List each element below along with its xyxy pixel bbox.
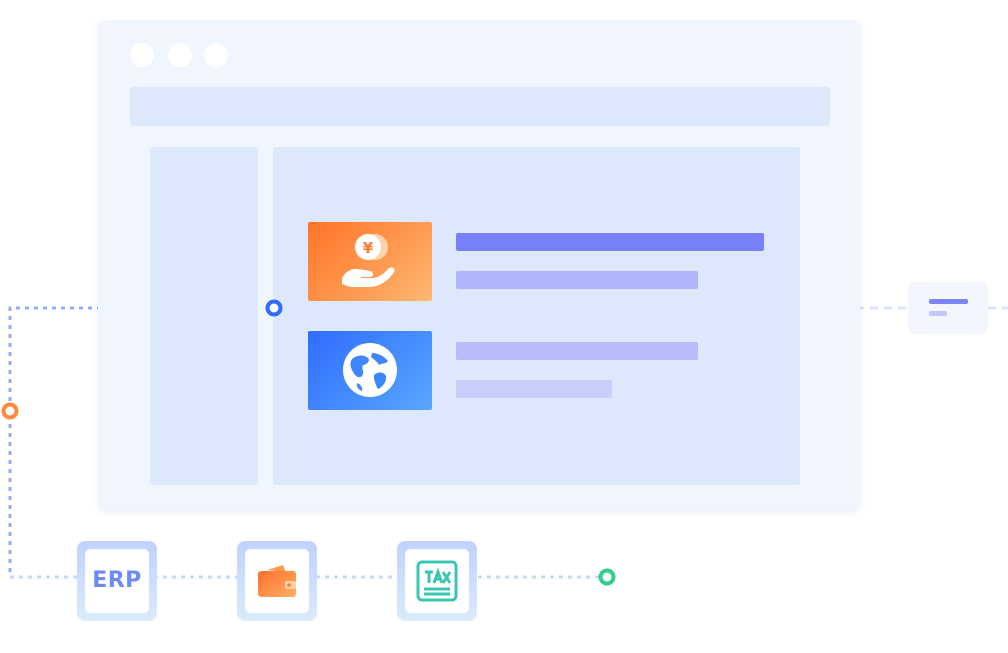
wallet-app-inner xyxy=(245,549,309,613)
wallet-app[interactable] xyxy=(237,541,317,621)
yuan-coin-hand-icon: ¥ xyxy=(342,234,395,287)
info-bar-primary xyxy=(456,233,764,251)
globe-icon xyxy=(343,343,397,397)
globe-card xyxy=(308,331,432,410)
blue-node xyxy=(265,299,283,317)
tax-app-inner xyxy=(405,549,469,613)
erp-app-inner: ERP xyxy=(85,549,149,613)
erp-app[interactable]: ERP xyxy=(77,541,157,621)
tax-icon xyxy=(416,560,458,602)
svg-text:¥: ¥ xyxy=(363,239,374,257)
info-bar-tertiary xyxy=(456,342,698,360)
side-card xyxy=(908,282,988,334)
wallet-icon xyxy=(258,565,296,597)
browser-window: ¥ xyxy=(98,20,860,510)
green-node xyxy=(598,568,616,586)
left-connector-line xyxy=(8,306,272,576)
side-card-line-2 xyxy=(929,311,947,316)
info-bar-quaternary xyxy=(456,380,612,398)
money-card: ¥ xyxy=(308,222,432,301)
tax-app[interactable] xyxy=(397,541,477,621)
orange-node xyxy=(1,402,19,420)
window-dot-1 xyxy=(130,43,154,67)
erp-label: ERP xyxy=(92,568,142,593)
info-bar-secondary xyxy=(456,271,698,289)
sidebar-panel xyxy=(150,147,258,485)
window-dot-2 xyxy=(168,43,192,67)
window-dot-3 xyxy=(204,43,228,67)
side-card-line-1 xyxy=(929,299,968,304)
content-panel: ¥ xyxy=(273,147,800,485)
address-bar xyxy=(130,87,830,126)
